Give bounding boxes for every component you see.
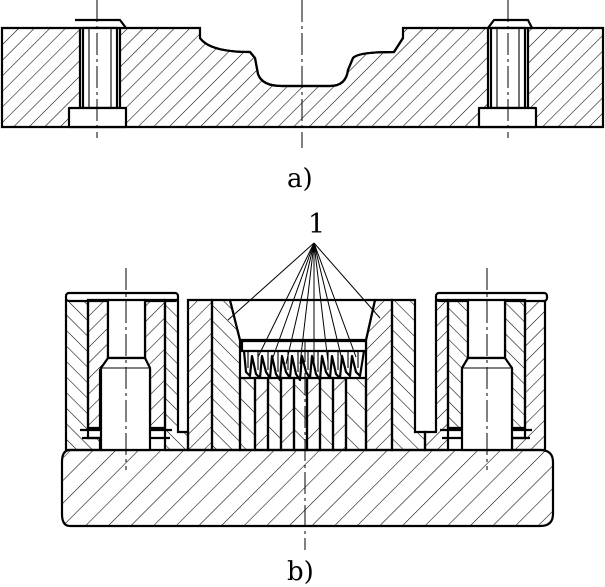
figure-b-right-guide-pin (440, 268, 532, 470)
figure-b-central-core (238, 376, 368, 452)
figure-b-caption: b) (287, 557, 314, 587)
figure-a-cavity (199, 37, 404, 88)
figure-a-bolt-right (477, 0, 538, 138)
figure-b-callout-number: 1 (308, 209, 325, 240)
figure-a-caption: a) (287, 164, 313, 194)
figure-b-section (60, 242, 555, 550)
figure-b-left-guide-pin (80, 268, 172, 470)
figure-b-right-die-shell (390, 298, 427, 452)
figure-b-left-wall (163, 298, 190, 452)
figure-b-funnel-cone (228, 298, 377, 342)
figure-b-right-wall (423, 298, 450, 452)
figure-a-top-lip (75, 18, 533, 29)
figure-b-base-plate (60, 448, 555, 528)
figure-b-left-die-shell (186, 298, 214, 452)
figure-b-serrated-part (240, 339, 368, 382)
figure-a-section (0, 0, 605, 148)
figure-a-bolt-left (67, 0, 128, 138)
figure-b-callout-leaders (227, 242, 381, 365)
